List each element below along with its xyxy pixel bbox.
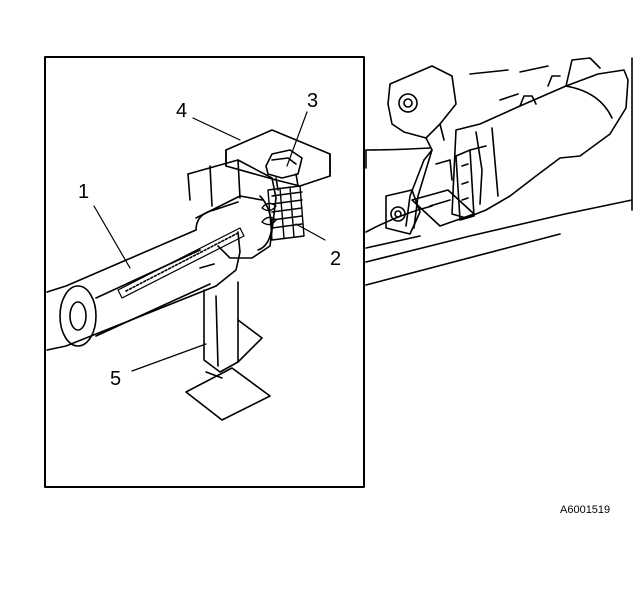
retainer-clip <box>261 185 305 241</box>
callout-5: 5 <box>110 368 121 390</box>
leader-lines <box>93 111 326 372</box>
leader-3 <box>286 111 308 167</box>
mounting-bracket <box>187 159 277 259</box>
mounting-plate <box>225 129 331 187</box>
vehicle-context-view <box>365 57 633 286</box>
detail-inset-drawing <box>46 129 331 421</box>
callout-2: 2 <box>330 248 341 270</box>
leader-2 <box>295 223 326 241</box>
cable-sheath <box>46 229 197 293</box>
grip-knurl <box>117 227 245 299</box>
retaining-nut <box>265 149 303 191</box>
callout-4: 4 <box>176 100 187 122</box>
leader-4 <box>192 117 241 141</box>
figure-id: A6001519 <box>560 504 610 516</box>
callout-1: 1 <box>78 181 89 203</box>
callout-3: 3 <box>307 90 318 112</box>
leader-5 <box>131 343 207 372</box>
leader-1 <box>93 205 131 269</box>
detail-inset-frame <box>44 56 365 488</box>
support-pedestal <box>185 281 271 421</box>
